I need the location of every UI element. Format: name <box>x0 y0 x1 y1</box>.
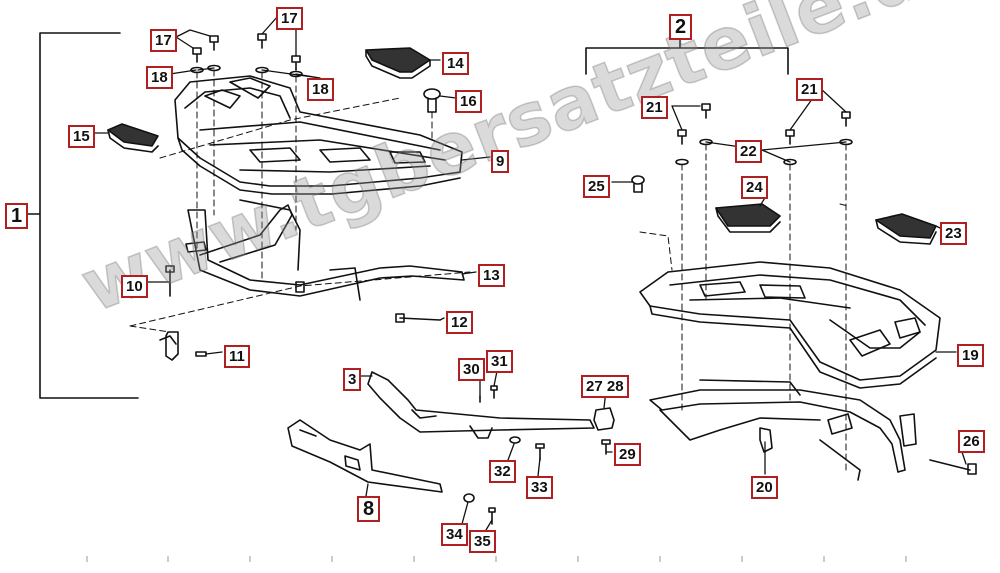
left-bolts-washers <box>190 33 303 78</box>
label-part-9: 9 <box>491 150 510 173</box>
clamp-part-10-11 <box>159 265 207 361</box>
bar-part-3 <box>367 371 595 439</box>
label-part-12: 12 <box>446 311 473 334</box>
pad-part-15 <box>107 123 159 153</box>
label-part-19: 19 <box>957 344 984 367</box>
grip-part-27-28 <box>593 407 615 431</box>
bolt-part-26 <box>929 459 977 475</box>
label-part-18-left: 18 <box>146 66 173 89</box>
label-part-21-right: 21 <box>796 78 823 101</box>
label-part-35: 35 <box>469 530 496 553</box>
label-part-34: 34 <box>441 523 468 546</box>
label-part-29: 29 <box>614 443 641 466</box>
right-rack-part-19 <box>639 261 941 389</box>
assembly-guides <box>129 69 849 471</box>
bolt-part-12 <box>395 313 441 323</box>
pad-part-23 <box>875 213 937 245</box>
label-part-18-right: 18 <box>307 78 334 101</box>
label-part-14: 14 <box>442 52 469 75</box>
label-part-25: 25 <box>583 175 610 198</box>
label-part-16: 16 <box>455 90 482 113</box>
pad-part-24 <box>715 203 781 233</box>
right-bolts-washers <box>675 103 853 166</box>
nut-part-34 <box>463 493 475 503</box>
leader-lines <box>91 15 967 531</box>
label-part-2: 2 <box>669 14 693 40</box>
label-part-20: 20 <box>751 476 778 499</box>
label-part-3: 3 <box>343 368 362 391</box>
bottom-tick-marks <box>86 556 907 562</box>
label-part-1: 1 <box>5 203 29 229</box>
knob-part-25 <box>631 175 645 193</box>
label-part-22: 22 <box>735 140 762 163</box>
label-part-26: 26 <box>958 430 985 453</box>
assembly-1-bracket <box>23 32 139 399</box>
right-frame-part-20 <box>649 379 917 481</box>
fastener-part-31 <box>490 385 498 399</box>
left-frame-part-13 <box>185 199 465 301</box>
label-part-13: 13 <box>478 264 505 287</box>
label-part-33: 33 <box>526 476 553 499</box>
label-part-32: 32 <box>489 460 516 483</box>
label-part-30: 30 <box>458 358 485 381</box>
label-part-17-left: 17 <box>150 29 177 52</box>
label-part-17-right: 17 <box>276 7 303 30</box>
left-rack-part-9 <box>174 75 463 195</box>
label-part-24: 24 <box>741 176 768 199</box>
label-part-23: 23 <box>940 222 967 245</box>
label-part-11: 11 <box>224 345 250 368</box>
label-part-15: 15 <box>68 125 95 148</box>
nut-part-32 <box>509 436 521 444</box>
pad-part-14 <box>365 47 431 79</box>
label-part-27-28: 27 28 <box>581 375 629 398</box>
label-part-8: 8 <box>357 496 381 522</box>
screw-part-35 <box>488 507 496 525</box>
label-part-31: 31 <box>486 350 513 373</box>
label-part-21-left: 21 <box>641 96 668 119</box>
bracket-part-8 <box>287 419 443 493</box>
label-part-10: 10 <box>121 275 148 298</box>
